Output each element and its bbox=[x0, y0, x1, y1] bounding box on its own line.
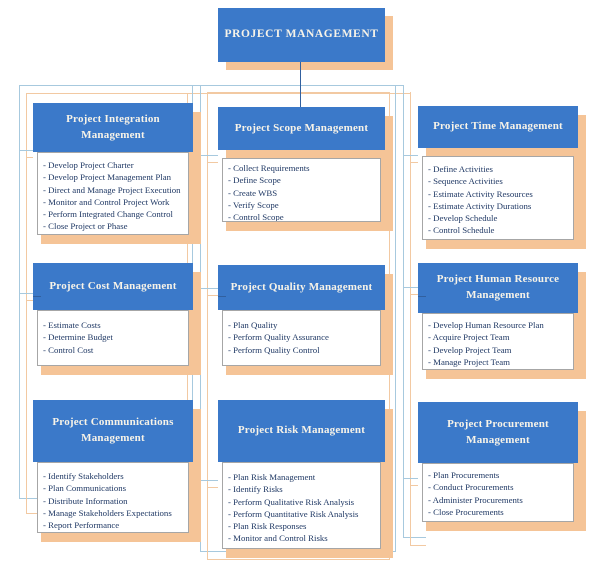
area-title: Project Risk Management bbox=[237, 424, 366, 437]
area-header: Project Communications Management bbox=[33, 400, 193, 462]
area-header: Project Human Resource Management bbox=[418, 263, 578, 313]
connector-stub-hr-orange bbox=[410, 294, 418, 295]
area-body: - Collect Requirements - Define Scope- Cr… bbox=[222, 158, 381, 222]
area-title: Project Integration Management bbox=[66, 112, 160, 141]
connector-stub-cost-blue bbox=[19, 293, 33, 294]
connector-dash-quality bbox=[218, 296, 226, 297]
list-item: - Plan Risk Responses bbox=[228, 521, 307, 532]
area-header: Project Quality Management bbox=[218, 265, 385, 310]
list-item: - Manage Stakeholders Expectations bbox=[43, 507, 172, 518]
list-item: - Plan Communications bbox=[43, 483, 127, 494]
list-item: - Sequence Activities bbox=[428, 176, 503, 187]
connector-stub-quality-orange bbox=[207, 295, 218, 296]
list-item: - Create WBS bbox=[228, 187, 278, 198]
area-body: - Plan Procurements - Conduct Procurement… bbox=[422, 463, 574, 522]
area-title: Project Time Management bbox=[433, 120, 563, 133]
area-body: - Define Activities - Sequence Activities… bbox=[422, 156, 574, 240]
list-item: - Close Project or Phase bbox=[43, 221, 128, 232]
connector-stub-cost-orange bbox=[26, 300, 33, 301]
list-item: - Monitor and Control Project Work bbox=[43, 196, 170, 207]
connector-stub-time-orange bbox=[410, 162, 418, 163]
list-item: - Perform Quality Assurance bbox=[228, 332, 329, 343]
list-item: - Plan Procurements bbox=[428, 470, 500, 480]
list-item: - Estimate Costs bbox=[43, 320, 101, 330]
list-item: - Determine Budget bbox=[43, 332, 113, 343]
area-body: - Identify Stakeholders - Plan Communicat… bbox=[37, 462, 189, 533]
list-item: - Define Activities bbox=[428, 164, 493, 174]
list-item: - Monitor and Control Risks bbox=[228, 533, 328, 544]
connector-stub-quality-blue bbox=[200, 288, 218, 289]
connector-col3-spine-orange bbox=[410, 92, 411, 545]
connector-stub-scope-blue bbox=[200, 155, 218, 156]
area-body: - Plan Quality - Perform Quality Assuranc… bbox=[222, 310, 381, 366]
list-item: - Acquire Project Team bbox=[428, 332, 510, 343]
area-header: Project Procurement Management bbox=[418, 402, 578, 463]
area-title: Project Communications Management bbox=[52, 416, 174, 444]
connector-col3-spine-blue bbox=[403, 85, 404, 537]
area-header: Project Scope Management bbox=[218, 107, 385, 150]
list-item: - Plan Risk Management bbox=[228, 472, 316, 482]
list-item: - Perform Integrated Change Control bbox=[43, 209, 173, 220]
root-title-text: PROJECT MANAGEMENT bbox=[224, 28, 379, 41]
area-body: - Estimate Costs - Determine Budget- Cont… bbox=[37, 310, 189, 366]
connector-stub-procurement-blue bbox=[403, 478, 418, 479]
connector-top-hline-orange bbox=[26, 93, 411, 94]
area-title: Project Procurement Management bbox=[447, 417, 549, 446]
list-item: - Close Procurements bbox=[428, 506, 504, 517]
list-item: - Collect Requirements bbox=[228, 163, 310, 173]
list-item: - Control Cost bbox=[43, 344, 94, 355]
list-item: - Control Schedule bbox=[428, 225, 495, 236]
list-item: - Control Scope bbox=[228, 212, 284, 222]
connector-stub-time-blue bbox=[403, 155, 418, 156]
connector-dash-hr bbox=[418, 296, 426, 297]
list-item: - Report Performance bbox=[43, 520, 120, 531]
area-title: Project Human Resource Management bbox=[436, 273, 560, 301]
list-item: - Verify Scope bbox=[228, 199, 279, 210]
connector-stub-procurement-orange bbox=[410, 485, 418, 486]
connector-root-vline bbox=[300, 62, 301, 107]
area-header: Project Time Management bbox=[418, 106, 578, 148]
area-title: Project Scope Management bbox=[234, 121, 369, 134]
connector-stub-integration-blue bbox=[19, 150, 33, 151]
list-item: - Perform Quantitative Risk Analysis bbox=[228, 508, 359, 519]
list-item: - Develop Human Resource Plan bbox=[428, 320, 544, 330]
area-title: Project Cost Management bbox=[49, 279, 177, 292]
list-item: - Manage Project Team bbox=[428, 356, 511, 367]
list-item: - Perform Qualitative Risk Analysis bbox=[228, 496, 355, 507]
area-header: Project Cost Management bbox=[33, 263, 193, 310]
list-item: - Plan Quality bbox=[228, 320, 278, 330]
connector-stub-scope-orange bbox=[207, 162, 218, 163]
list-item: - Administer Procurements bbox=[428, 494, 523, 505]
list-item: - Develop Project Charter bbox=[43, 160, 134, 170]
connector-col3-elbow-blue bbox=[403, 537, 426, 538]
list-item: - Estimate Activity Resources bbox=[428, 188, 533, 199]
area-header: Project Integration Management bbox=[33, 103, 193, 152]
area-body: - Develop Project Charter - Develop Proje… bbox=[37, 152, 189, 235]
root-title: PROJECT MANAGEMENT bbox=[218, 8, 385, 62]
list-item: - Direct and Manage Project Execution bbox=[43, 184, 181, 195]
list-item: - Perform Quality Control bbox=[228, 344, 320, 355]
list-item: - Develop Project Team bbox=[428, 344, 512, 355]
connector-dash-cost bbox=[33, 296, 41, 297]
connector-stub-hr-blue bbox=[403, 287, 418, 288]
area-header: Project Risk Management bbox=[218, 400, 385, 462]
list-item: - Develop Schedule bbox=[428, 213, 498, 224]
connector-col3-elbow-orange bbox=[410, 545, 426, 546]
list-item: - Estimate Activity Durations bbox=[428, 200, 532, 211]
list-item: - Identify Risks bbox=[228, 484, 283, 495]
list-item: - Identify Stakeholders bbox=[43, 471, 124, 481]
list-item: - Develop Project Management Plan bbox=[43, 172, 172, 183]
list-item: - Distribute Information bbox=[43, 495, 128, 506]
list-item: - Conduct Procurements bbox=[428, 482, 514, 493]
connector-stub-risk-blue bbox=[200, 480, 218, 481]
area-title: Project Quality Management bbox=[230, 280, 373, 293]
area-body: - Develop Human Resource Plan - Acquire P… bbox=[422, 313, 574, 370]
list-item: - Define Scope bbox=[228, 175, 281, 186]
area-body: - Plan Risk Management- Identify Risks- … bbox=[222, 462, 381, 549]
root-node-project-management: PROJECT MANAGEMENT bbox=[218, 8, 393, 70]
connector-stub-risk-orange bbox=[207, 487, 218, 488]
connector-stub-integration-orange bbox=[26, 157, 33, 158]
